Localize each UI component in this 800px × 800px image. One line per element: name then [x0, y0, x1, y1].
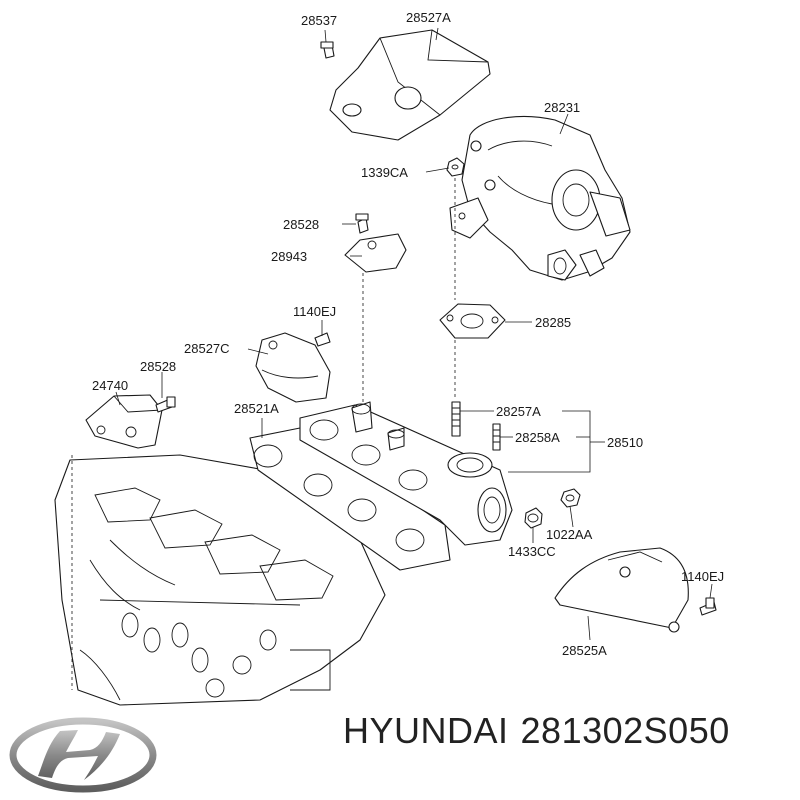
bracket-28943 [344, 213, 407, 405]
callout-24740: 24740 [92, 378, 128, 393]
brand-name: HYUNDAI [343, 710, 509, 751]
turbocharger-28231 [446, 115, 631, 400]
exhaust-manifold-28510 [299, 401, 513, 546]
callout-1339ca: 1339CA [361, 165, 408, 180]
heat-protector-28527c [255, 332, 331, 403]
callout-28537: 28537 [301, 13, 337, 28]
callout-28510: 28510 [607, 435, 643, 450]
callout-28527a: 28527A [406, 10, 451, 25]
callout-28285: 28285 [535, 315, 571, 330]
callout-1433cc: 1433CC [508, 544, 556, 559]
callout-1022aa: 1022AA [546, 527, 593, 542]
callout-28257a: 28257A [496, 404, 541, 419]
exploded-parts-diagram: 28537 28527A 28231 1339CA 28528 28943 11… [54, 10, 724, 706]
heat-protector-28525a [554, 547, 717, 633]
callout-28528-upper: 28528 [283, 217, 319, 232]
callout-28525a: 28525A [562, 643, 607, 658]
nut-and-washer [524, 488, 581, 529]
bracket-24740 [85, 394, 176, 449]
callout-28521a: 28521A [234, 401, 279, 416]
callout-labels: 28537 28527A 28231 1339CA 28528 28943 11… [92, 10, 724, 658]
studs [451, 401, 501, 451]
part-number: 281302S050 [520, 710, 730, 751]
callout-28258a: 28258A [515, 430, 560, 445]
callout-1140ej-upper: 1140EJ [293, 304, 336, 319]
callout-28943: 28943 [271, 249, 307, 264]
callout-28527c: 28527C [184, 341, 230, 356]
callout-28528-lower: 28528 [140, 359, 176, 374]
part-footer: HYUNDAI 281302S050 [343, 710, 742, 752]
heat-protector-28527a [320, 29, 491, 141]
engine-block-drawing [54, 454, 386, 706]
callout-28231: 28231 [544, 100, 580, 115]
callout-1140ej-lower: 1140EJ [681, 569, 724, 584]
hyundai-logo-icon [9, 717, 157, 793]
exhaust-manifold-gasket-28521a [249, 427, 451, 571]
turbo-gasket-28285 [439, 303, 506, 339]
leader-lines [115, 27, 713, 641]
